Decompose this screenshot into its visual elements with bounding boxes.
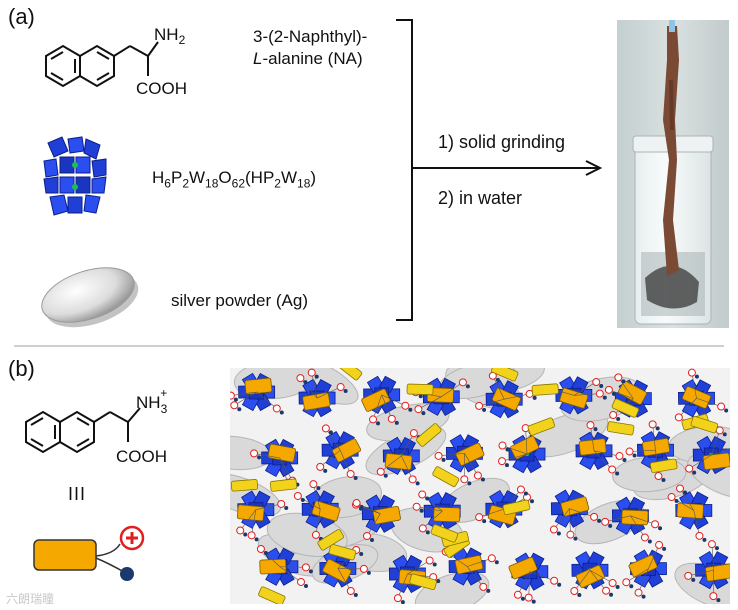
vial-photo — [617, 20, 729, 328]
naphthylalanine-structure: NH2 COOH — [45, 25, 187, 98]
naphthyl-name: 3-(2-Naphthyl)- L-alanine (NA) — [253, 26, 367, 70]
nh2-label: NH — [154, 25, 179, 44]
svg-text:NH2: NH2 — [154, 25, 186, 47]
nh3-label: NH — [136, 393, 161, 412]
nh3-charge: + — [160, 386, 167, 400]
svg-text:NH3+: NH3 + — [136, 386, 168, 416]
naphthylalanine-cation-structure: NH3 + COOH — [25, 386, 168, 466]
silver-powder-icon — [41, 267, 139, 328]
watermark: 六朗瑞瞳 — [6, 592, 55, 606]
cation-symbol — [33, 525, 145, 581]
composite-illustration — [230, 368, 730, 604]
naphthyl-name-line2: L-alanine (NA) — [253, 49, 363, 68]
panel-b-label: (b) — [8, 356, 35, 381]
panel-a-label: (a) — [8, 4, 35, 29]
nh2-subscript: 2 — [179, 33, 186, 47]
step-solid-grinding: 1) solid grinding — [438, 132, 566, 152]
pom-cluster-icon — [43, 136, 107, 216]
pom-formula: H6P2W18O62(HP2W18) — [152, 168, 317, 191]
nh3-subscript: 3 — [161, 402, 168, 416]
cooh-label-b: COOH — [116, 447, 167, 466]
reaction-bracket-arrow — [396, 19, 603, 321]
step-in-water: 2) in water — [438, 188, 523, 208]
panel-divider — [14, 345, 724, 347]
equivalence-symbol: III — [68, 484, 87, 504]
naphthyl-name-line1: 3-(2-Naphthyl)- — [253, 27, 368, 46]
silver-label: silver powder (Ag) — [171, 291, 308, 310]
cooh-label-a: COOH — [136, 79, 187, 98]
